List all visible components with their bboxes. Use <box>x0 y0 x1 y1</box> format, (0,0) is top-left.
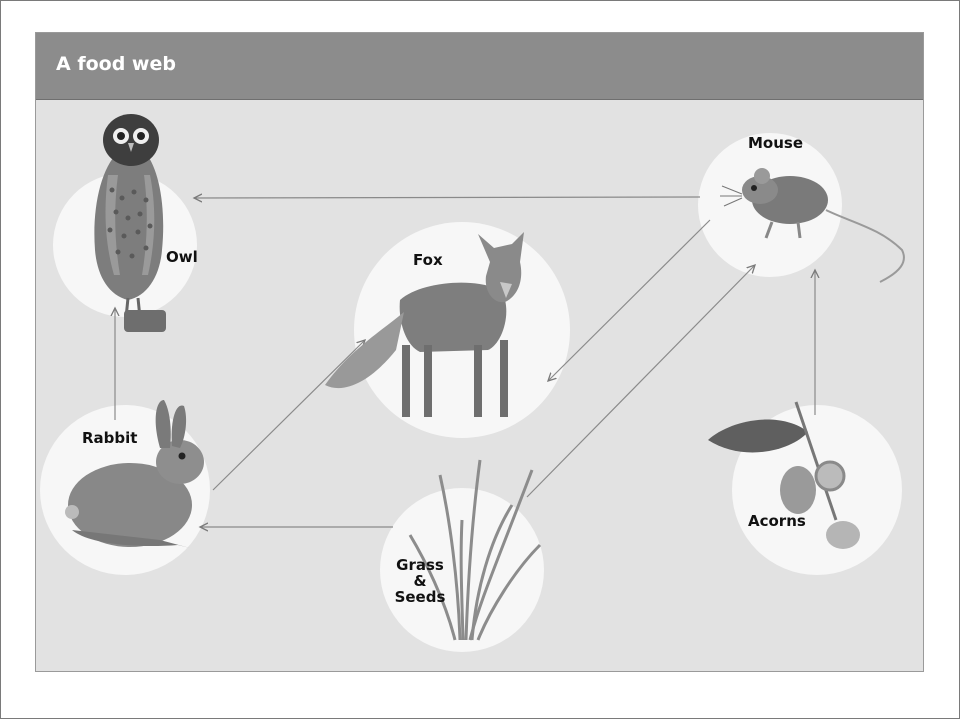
fox-label: Fox <box>413 251 443 269</box>
arrow-mouse-to-fox <box>548 220 710 381</box>
grass-label-line3: Seeds <box>395 588 446 606</box>
owl-label: Owl <box>166 248 198 266</box>
acorns-label: Acorns <box>748 512 806 530</box>
rabbit-label: Rabbit <box>82 429 137 447</box>
arrow-rabbit-to-fox <box>213 340 365 490</box>
arrow-mouse-to-owl <box>194 197 700 198</box>
mouse-label: Mouse <box>748 134 803 152</box>
